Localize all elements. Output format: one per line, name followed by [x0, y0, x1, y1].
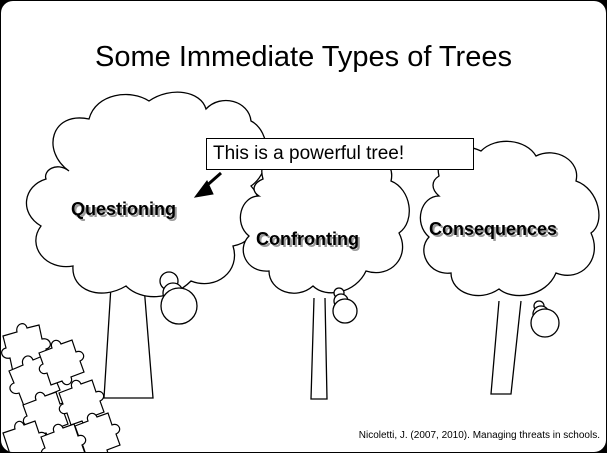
tree-label-consequences: Consequences: [429, 219, 558, 239]
tree-trunk-confronting: [310, 297, 328, 400]
tree-canopy-consequences: [419, 140, 600, 297]
tree-label-confronting: Confronting: [256, 229, 359, 249]
citation: Nicoletti, J. (2007, 2010). Managing thr…: [358, 430, 600, 441]
tree-canopy-questioning: [25, 91, 268, 298]
puzzle-pieces-decoration: [1, 323, 121, 452]
tree-label-questioning: Questioning: [71, 199, 176, 219]
callout-box: This is a powerful tree!: [206, 138, 474, 170]
tree-trunk-questioning: [103, 285, 154, 399]
callout-arrow: [193, 171, 222, 198]
slide-title: Some Immediate Types of Trees: [95, 41, 512, 73]
tree-trunk-consequences: [490, 300, 522, 395]
